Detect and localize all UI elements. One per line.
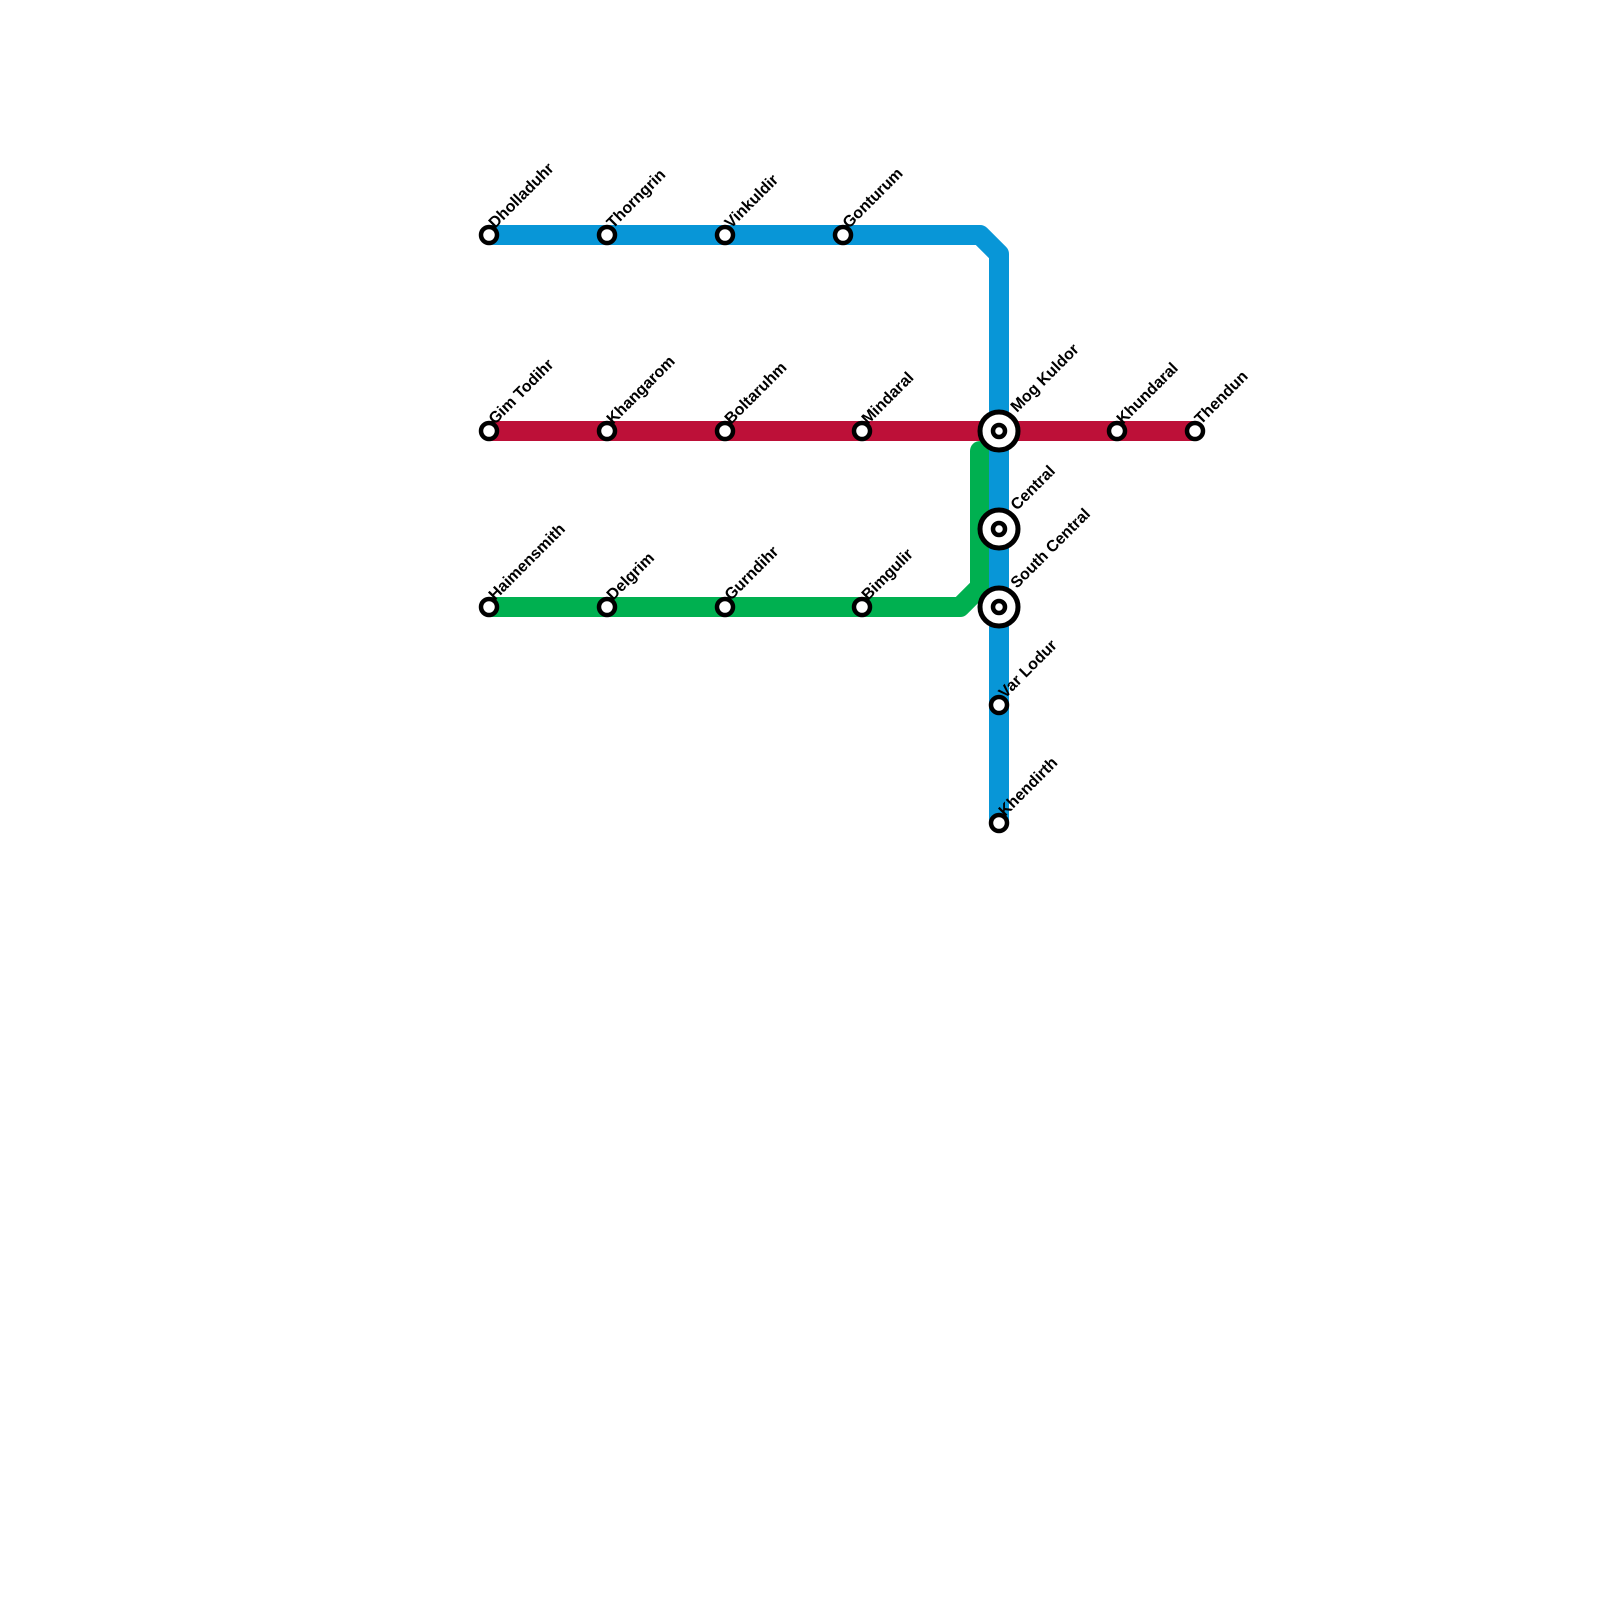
lines [479,225,1195,823]
station-marker-icon [1106,420,1128,442]
station-marker-icon [851,420,873,442]
station-label: Dholladuhr [486,160,558,232]
station-label: Bimgulir [859,546,917,604]
station-marker-icon [714,224,736,246]
station-label: Thorngrin [604,166,669,231]
station-marker-icon [478,224,500,246]
station-marker-icon [714,596,736,618]
interchange-marker-icon [990,422,1008,440]
station-label: Gim Todihr [486,356,558,428]
station-thendun[interactable]: Thendun [1184,368,1252,442]
station-label: Khangarom [604,353,679,428]
station-label: Mog Kuldor [1008,341,1083,416]
station-label: Delgrim [604,550,658,604]
station-marker-icon [851,596,873,618]
station-label: Haimensmith [486,521,569,604]
interchange-marker-icon [990,598,1008,616]
station-marker-icon [596,224,618,246]
station-marker-icon [478,596,500,618]
station-label: Thendun [1192,368,1252,428]
station-label: South Central [1008,506,1094,592]
station-marker-icon [596,420,618,442]
stations: Dholladuhr Thorngrin Vinkuldir GonturumGim … [478,160,1252,834]
station-marker-icon [988,812,1010,834]
station-label: Central [1008,463,1059,514]
station-marker-icon [714,420,736,442]
station-marker-icon [988,694,1010,716]
station-label: Khundaral [1114,360,1182,428]
station-label: Boltaruhm [722,359,791,428]
station-marker-icon [832,224,854,246]
station-marker-icon [478,420,500,442]
station-marker-icon [1184,420,1206,442]
station-label: Gonturum [840,165,907,232]
station-label: Mindaral [859,369,918,428]
blue-line [489,225,1009,823]
interchange-marker-icon [990,520,1008,538]
station-marker-icon [596,596,618,618]
station-label: Gurndihr [722,543,782,603]
station-label: Vinkuldir [722,172,782,232]
